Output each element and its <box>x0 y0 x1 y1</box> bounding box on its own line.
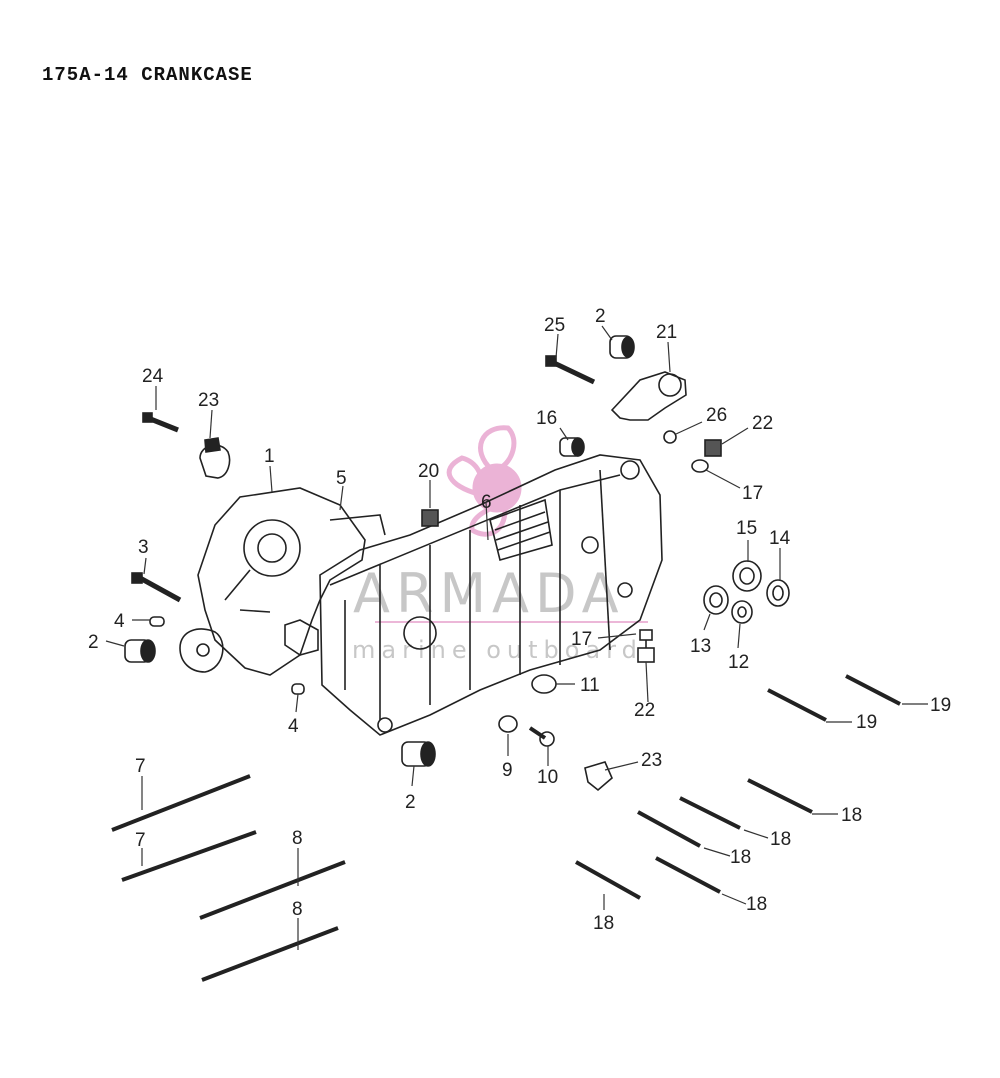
washer-9 <box>498 715 518 733</box>
callout-13: 13 <box>690 636 711 657</box>
bolt-3 <box>131 572 182 603</box>
callout-labels: 24 23 1 5 3 4 2 4 7 7 8 8 2 9 10 11 23 2… <box>88 306 951 934</box>
callout-9: 9 <box>502 760 513 781</box>
watermark-brand: ARMADA <box>353 562 625 625</box>
callout-14: 14 <box>769 528 791 549</box>
stud-7-a <box>111 774 251 832</box>
stud-8-b <box>201 926 339 982</box>
bushing-2-top <box>609 335 635 359</box>
washer-17-top <box>691 459 709 473</box>
bearing-12 <box>731 600 753 624</box>
callout-7-a: 7 <box>135 756 146 777</box>
callout-18-b: 18 <box>770 829 791 850</box>
callout-23-bottom: 23 <box>641 750 662 771</box>
leader-lines <box>105 325 928 950</box>
callout-4-bottom: 4 <box>288 716 299 737</box>
callout-18-d: 18 <box>746 894 767 915</box>
bolts-19 <box>767 674 901 722</box>
callout-19-b: 19 <box>930 695 951 716</box>
callout-26: 26 <box>706 405 727 426</box>
bearing-15 <box>732 560 762 592</box>
clip-23-bottom <box>584 761 613 792</box>
callout-6: 6 <box>481 492 492 513</box>
nut-26 <box>663 430 677 444</box>
seal-14 <box>766 579 790 607</box>
callout-18-c: 18 <box>730 847 751 868</box>
callout-22-top: 22 <box>752 413 773 434</box>
callout-19-a: 19 <box>856 712 877 733</box>
watermark-tagline: marine outboard <box>352 636 643 664</box>
callout-2-left: 2 <box>88 632 99 653</box>
callout-12: 12 <box>728 652 749 673</box>
callout-7-b: 7 <box>135 830 146 851</box>
callout-22-lower: 22 <box>634 700 655 721</box>
seal-11 <box>531 674 557 694</box>
callout-24: 24 <box>142 366 164 387</box>
callout-23-top: 23 <box>198 390 219 411</box>
callout-2-bottom: 2 <box>405 792 416 813</box>
bolts-18 <box>575 778 813 900</box>
callout-17-top: 17 <box>742 483 763 504</box>
bracket-21 <box>610 371 687 421</box>
bolt-25 <box>545 355 596 385</box>
page-title: 175A-14 CRANKCASE <box>42 64 253 86</box>
callout-11: 11 <box>580 675 600 696</box>
callout-17-lower: 17 <box>571 629 592 650</box>
propeller-logo <box>446 425 522 537</box>
callout-3: 3 <box>138 537 149 558</box>
callout-16: 16 <box>536 408 557 429</box>
bushing-2-bottom <box>401 741 436 767</box>
crankcase-body <box>179 454 663 736</box>
dowel-4-lower <box>291 683 305 695</box>
dowel-4 <box>149 616 165 627</box>
callout-8-a: 8 <box>292 828 303 849</box>
plug-10 <box>528 726 555 747</box>
callout-20: 20 <box>418 461 439 482</box>
bearing-13 <box>703 585 729 615</box>
parts <box>111 335 901 982</box>
fitting-22-top <box>704 439 722 457</box>
callout-21: 21 <box>656 322 677 343</box>
bushing-2-left <box>124 639 156 663</box>
stud-7-b <box>121 830 257 882</box>
callout-25: 25 <box>544 315 565 336</box>
callout-10: 10 <box>537 767 558 788</box>
plug-20 <box>421 509 439 527</box>
bushing-16 <box>559 437 585 457</box>
callout-18-a: 18 <box>841 805 862 826</box>
callout-1: 1 <box>264 446 275 467</box>
stud-8-a <box>199 860 346 920</box>
callout-4-left: 4 <box>114 611 125 632</box>
callout-8-b: 8 <box>292 899 303 920</box>
callout-15: 15 <box>736 518 757 539</box>
bolt-24 <box>142 412 179 433</box>
callout-18-e: 18 <box>593 913 614 934</box>
callout-5: 5 <box>336 468 347 489</box>
callout-2-top: 2 <box>595 306 606 327</box>
